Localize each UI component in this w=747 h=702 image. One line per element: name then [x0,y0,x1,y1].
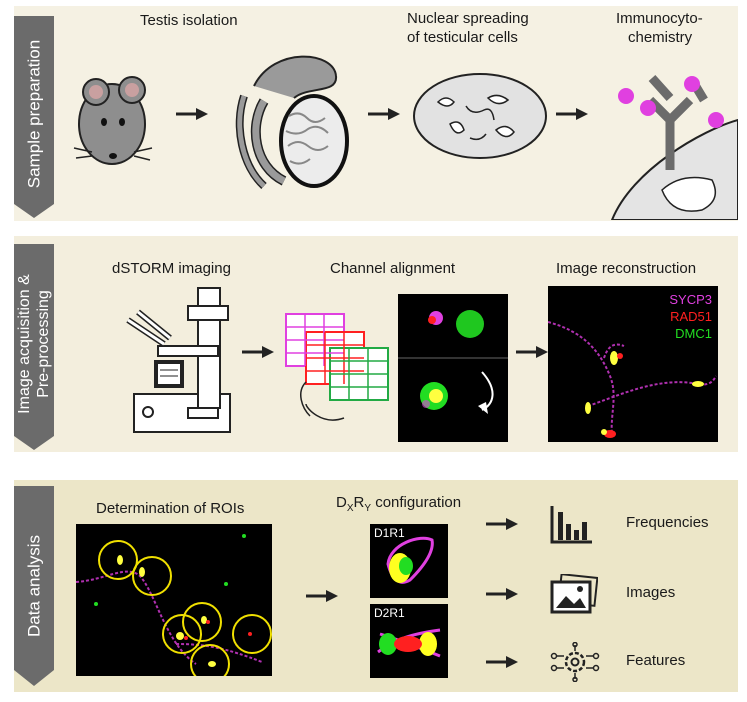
sample-preparation-text: Sample preparation [24,39,44,188]
legend-sycp3: SYCP3 [669,292,712,307]
arrow-icon [556,108,588,120]
step-image-reconstruction: Image reconstruction [556,260,697,277]
config-d2r1-label: D2R1 [374,606,405,620]
arrow-icon [486,518,518,530]
config-title-y: Y [364,503,372,514]
data-analysis-label: Data analysis [14,480,54,692]
config-title-rest: configuration [371,494,462,511]
config-title-r: R [353,494,365,511]
nucleus-spread-icon [413,73,547,159]
image-acquisition-label: Image acquisition & Pre-processing [14,236,54,452]
image-acquisition-text: Image acquisition & Pre-processing [15,274,53,414]
roi-image [76,524,272,676]
microscope-icon [126,287,231,433]
network-gear-icon [550,642,600,682]
channel-grids-icon [285,313,389,421]
image-reconstruction: SYCP3 RAD51 DMC1 [548,286,718,442]
mouse-icon [73,76,153,165]
arrow-icon [176,108,208,120]
acquisition-label-line1: Image acquisition & [16,274,33,414]
output-images: Images [626,584,676,601]
output-features: Features [626,652,686,669]
data-analysis-panel: Data analysis Determination of ROIs DXRY… [14,480,738,692]
sample-preparation-panel: Sample preparation Testis isolation Nucl… [14,6,738,221]
step-immunocytochemistry-line2: chemistry [628,29,693,46]
config-d1r1: D1R1 [370,524,448,598]
arrow-icon [486,656,518,668]
acquisition-label-line2: Pre-processing [35,290,52,398]
testis-icon [235,55,349,189]
image-stack-icon [550,574,598,614]
step-nuclear-spreading-line1: Nuclear spreading [407,10,529,27]
antibody-icon [610,74,738,220]
config-title-x: X [346,503,354,514]
sample-preparation-label: Sample preparation [14,6,54,221]
data-analysis-text: Data analysis [24,534,44,638]
legend-dmc1: DMC1 [675,326,712,341]
step-immunocytochemistry-line1: Immunocyto- [616,10,703,27]
image-acquisition-panel: Image acquisition & Pre-processing dSTOR… [14,236,738,452]
step-dstorm-imaging: dSTORM imaging [112,260,231,277]
arrow-icon [516,346,548,358]
config-d2r1: D2R1 [370,604,448,678]
legend-rad51: RAD51 [670,309,712,324]
arrow-icon [486,588,518,600]
step-determination-of-rois: Determination of ROIs [96,500,245,517]
step-testis-isolation: Testis isolation [140,12,238,29]
arrow-icon [306,590,338,602]
bar-chart-icon [550,506,592,544]
step-channel-alignment: Channel alignment [330,260,456,277]
config-d1r1-label: D1R1 [374,526,405,540]
step-nuclear-spreading-line2: of testicular cells [407,29,518,46]
config-title: DXRY configuration [336,494,461,514]
channel-alignment-images [398,294,508,442]
config-title-d: D [336,494,347,511]
arrow-icon [368,108,400,120]
output-frequencies: Frequencies [626,514,709,531]
arrow-icon [242,346,274,358]
